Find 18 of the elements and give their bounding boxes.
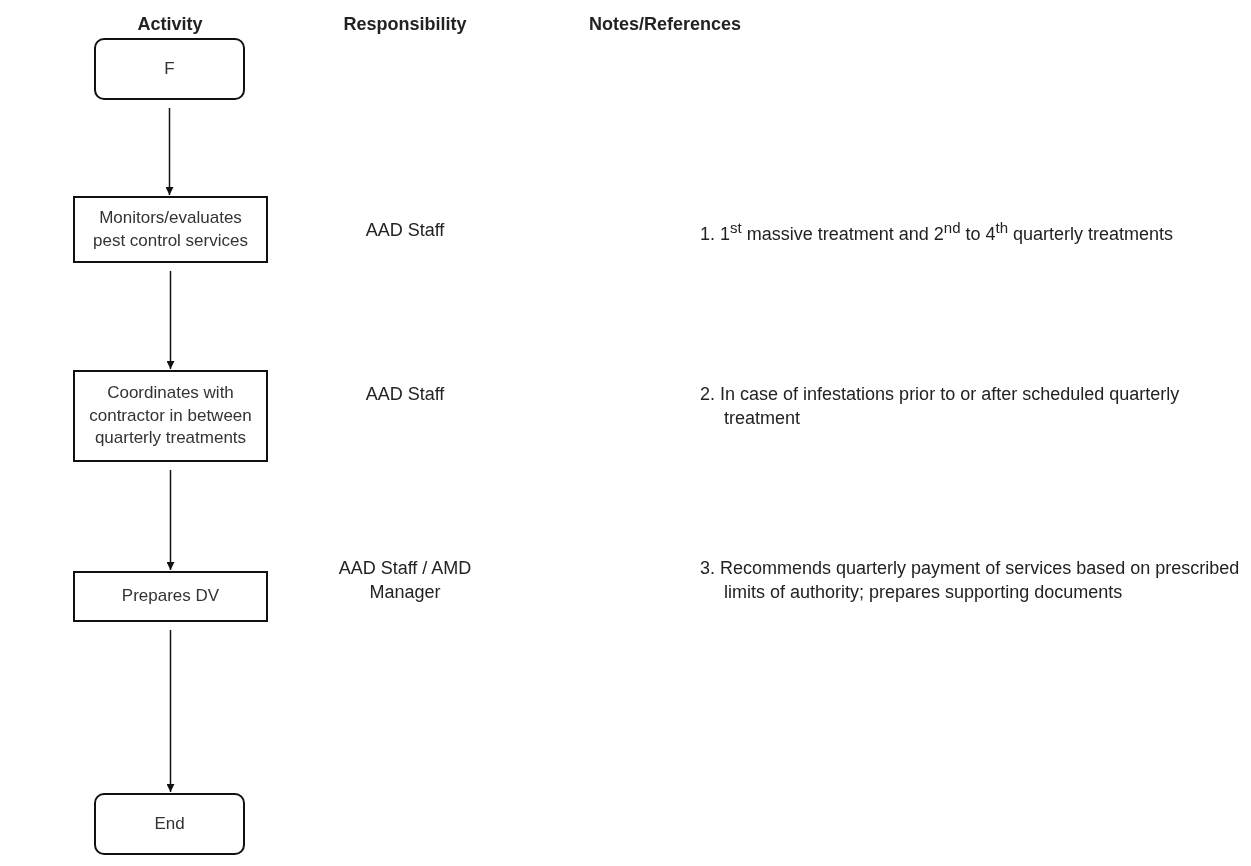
arrow xyxy=(166,469,175,571)
note-text: 1. 1$^{st}$ massive treatment and 2$^{nd}$ to 4$^{th}$ quarterly treatments xyxy=(700,218,1175,246)
note-text: 3. Recommends quarterly payment of services based on prescribed limits of authority; prepares supporting documents xyxy=(700,557,1241,605)
terminal-box: F xyxy=(94,38,245,100)
process-box: Prepares DV xyxy=(73,571,268,622)
terminal-box: End xyxy=(94,793,245,855)
arrow xyxy=(165,107,174,196)
column-header: Responsibility xyxy=(342,13,468,36)
column-header: Notes/References xyxy=(587,13,743,36)
responsibility-text: AAD Staff xyxy=(364,383,446,406)
process-box: Monitors/evaluates pest control services xyxy=(73,196,268,263)
responsibility-text: AAD Staff xyxy=(364,219,446,242)
process-box: Coordinates with contractor in between quarterly treatments xyxy=(73,370,268,462)
column-header: Activity xyxy=(136,13,204,36)
note-text: 2. In case of infestations prior to or after scheduled quarterly treatment xyxy=(700,383,1181,431)
responsibility-text: AAD Staff / AMD Manager xyxy=(337,557,473,605)
arrow xyxy=(166,270,175,370)
arrow xyxy=(166,629,175,793)
